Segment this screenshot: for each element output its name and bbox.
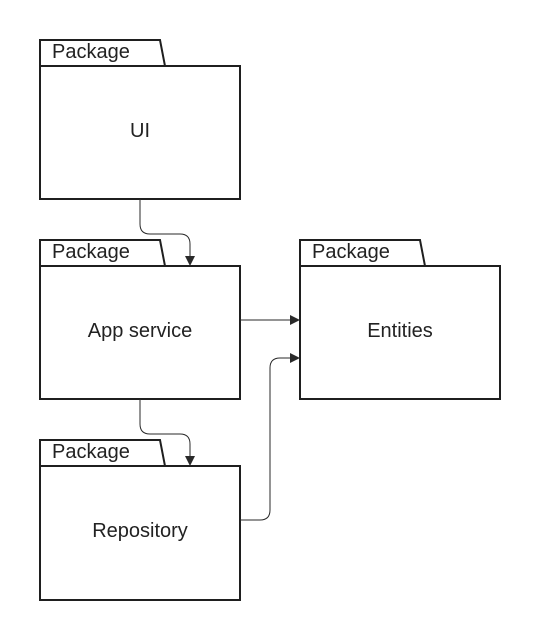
package-repository-tab-label: Package (52, 441, 130, 463)
dependency-app-service-to-repository[interactable] (139, 399, 195, 466)
dependency-repository-to-entities[interactable] (240, 353, 300, 521)
package-entities[interactable]: Package Entities (299, 239, 501, 400)
package-entities-tab-label: Package (312, 241, 390, 263)
package-repository[interactable]: Package Repository (39, 439, 241, 601)
package-ui[interactable]: Package UI (39, 39, 241, 200)
dependency-ui-to-app-service[interactable] (139, 199, 195, 266)
package-ui-name: UI (130, 120, 150, 142)
package-repository-name: Repository (92, 520, 188, 542)
package-ui-tab-label: Package (52, 41, 130, 63)
package-entities-body (299, 265, 501, 400)
package-app-service-name: App service (88, 320, 193, 342)
package-entities-name: Entities (367, 320, 433, 342)
package-app-service[interactable]: Package App service (39, 239, 241, 400)
package-repository-body (39, 465, 241, 601)
package-ui-body (39, 65, 241, 200)
package-app-service-tab-label: Package (52, 241, 130, 263)
